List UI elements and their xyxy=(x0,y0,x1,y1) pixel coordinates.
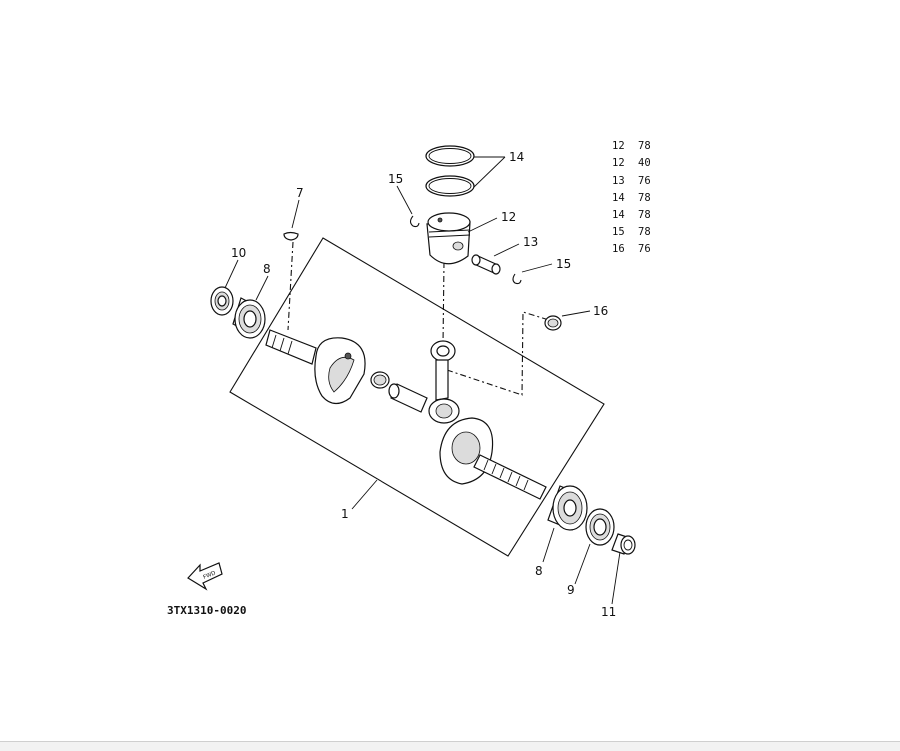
parts-table-ref: 15 xyxy=(612,226,625,238)
drawing-code: 3TX1310-0020 xyxy=(167,604,246,617)
connecting-rod xyxy=(428,340,460,424)
parts-table-code: 78 xyxy=(638,209,651,221)
bearing-left xyxy=(232,297,266,339)
collar xyxy=(611,533,636,555)
callout-7: 7 xyxy=(296,186,304,200)
parts-table-code: 76 xyxy=(638,243,651,255)
parts-table-code: 78 xyxy=(638,192,651,204)
parts-table-ref: 12 xyxy=(612,140,625,152)
parts-table-ref: 14 xyxy=(612,192,625,204)
parts-table-ref: 13 xyxy=(612,175,625,187)
callout-1: 1 xyxy=(341,507,349,521)
callout-16: 16 xyxy=(593,304,608,318)
piston-pin-clip-right xyxy=(512,273,522,285)
centerline-piston xyxy=(442,261,445,346)
leader-lines xyxy=(224,156,621,605)
parts-table-ref: 16 xyxy=(612,243,625,255)
piston-pin-clip-left xyxy=(409,215,420,228)
forward-arrow-icon: FWD xyxy=(187,562,223,591)
parts-table-code: 78 xyxy=(638,226,651,238)
crank-pin-bearing xyxy=(370,371,390,389)
callout-13: 13 xyxy=(523,235,538,249)
bottom-scroll-bar[interactable] xyxy=(0,741,900,751)
oil-seal-right xyxy=(585,508,615,546)
forward-arrow-label: FWD xyxy=(202,570,216,580)
parts-table-ref: 14 xyxy=(612,209,625,221)
callout-15-right: 15 xyxy=(556,257,571,271)
callout-8-left: 8 xyxy=(263,262,271,276)
parts-table: 12 78 12 40 13 76 14 78 14 78 15 78 16 7… xyxy=(612,140,651,255)
callout-9: 9 xyxy=(567,583,575,597)
callout-11: 11 xyxy=(601,605,616,619)
parts-table-code: 78 xyxy=(638,140,651,152)
parts-table-ref: 12 xyxy=(612,157,625,169)
centerline-bearing xyxy=(446,311,550,396)
callout-10: 10 xyxy=(231,246,246,260)
small-end-bearing xyxy=(544,315,562,331)
callout-15-left: 15 xyxy=(388,172,403,186)
piston-rings xyxy=(425,145,475,197)
crank-half-right xyxy=(439,417,547,500)
woodruff-key xyxy=(283,231,299,241)
oil-seal-left xyxy=(210,286,234,316)
parts-table-code: 76 xyxy=(638,175,651,187)
crankshaft-assembly-outline xyxy=(229,237,605,557)
crank-pin xyxy=(388,383,428,413)
callout-8-right: 8 xyxy=(535,564,543,578)
piston xyxy=(426,212,471,265)
centerline-key xyxy=(287,241,294,331)
parts-table-code: 40 xyxy=(638,157,651,169)
crank-half-left xyxy=(265,329,366,405)
callout-14: 14 xyxy=(509,150,524,164)
piston-pin xyxy=(471,254,501,275)
callout-12: 12 xyxy=(501,210,516,224)
bearing-right xyxy=(547,485,588,531)
